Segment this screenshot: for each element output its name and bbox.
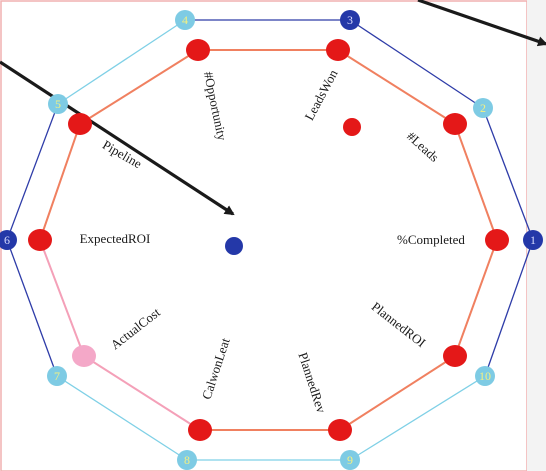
metric-node[interactable] (186, 39, 210, 61)
outer-node-number: 9 (347, 453, 353, 467)
metric-node[interactable] (72, 345, 96, 367)
outer-node-number: 4 (182, 13, 188, 27)
metric-node[interactable] (328, 419, 352, 441)
outer-nodes: 1 2 3 4 5 6 7 8 9 10 (0, 10, 543, 470)
metric-label: %Completed (397, 232, 465, 247)
outer-node-number: 2 (480, 101, 486, 115)
inner-edge (83, 355, 201, 431)
metric-node[interactable] (28, 229, 52, 251)
outer-node-number: 8 (184, 453, 190, 467)
metric-node[interactable] (485, 229, 509, 251)
outer-node-1[interactable] (523, 230, 543, 250)
inner-decagon (39, 49, 498, 431)
inner-edge (39, 239, 85, 357)
outer-node-number: 7 (54, 369, 60, 383)
pointer-arrows (0, 0, 546, 216)
metric-label: PlannedROI (369, 299, 429, 350)
metric-labels: %Completed#LeadsLeadsWon#OpportunityPipe… (80, 67, 466, 416)
metric-label: ExpectedROI (80, 231, 151, 246)
inner-edge (454, 123, 498, 241)
metric-label: ActualCost (108, 304, 164, 352)
outer-node-number: 1 (530, 233, 536, 247)
outer-node-8[interactable] (177, 450, 197, 470)
metric-label: PlannedRev (295, 350, 329, 415)
arrow-to-right-edge (417, 0, 546, 47)
metric-label: #Opportunity (201, 70, 230, 142)
outer-edge (6, 239, 58, 377)
inner-edge (454, 239, 498, 357)
inner-edge (39, 123, 81, 241)
outer-node-5[interactable] (48, 94, 68, 114)
metric-label: CalwonLeat (199, 336, 233, 401)
metric-node[interactable] (443, 345, 467, 367)
inner-edge (79, 49, 199, 125)
inner-edge (337, 49, 456, 125)
center-node[interactable] (225, 237, 243, 255)
outer-decagon (6, 19, 534, 461)
outer-node-number: 3 (347, 13, 353, 27)
metric-node[interactable] (326, 39, 350, 61)
metric-label: #Leads (404, 129, 442, 165)
outer-node-number: 6 (4, 233, 10, 247)
outer-node-7[interactable] (47, 366, 67, 386)
outer-edge (484, 239, 534, 377)
outer-node-number: 5 (55, 97, 61, 111)
metric-node[interactable] (188, 419, 212, 441)
outer-edge (349, 375, 486, 461)
outer-edge (6, 103, 59, 241)
outer-node-10[interactable] (475, 366, 495, 386)
outer-node-6[interactable] (0, 230, 17, 250)
outer-edge (349, 19, 484, 109)
metric-node[interactable] (443, 113, 467, 135)
outer-edge (482, 107, 534, 241)
metric-label: LeadsWon (301, 67, 340, 123)
outer-node-4[interactable] (175, 10, 195, 30)
inner-edge (339, 355, 456, 431)
outer-edge (56, 375, 188, 461)
outer-edge (57, 19, 186, 105)
outer-node-3[interactable] (340, 10, 360, 30)
inner-dot[interactable] (343, 118, 361, 136)
arrow-to-center (0, 60, 235, 216)
outer-node-9[interactable] (340, 450, 360, 470)
metric-node[interactable] (68, 113, 92, 135)
outer-node-number: 10 (479, 369, 491, 383)
inner-nodes (28, 39, 509, 441)
outer-node-2[interactable] (473, 98, 493, 118)
